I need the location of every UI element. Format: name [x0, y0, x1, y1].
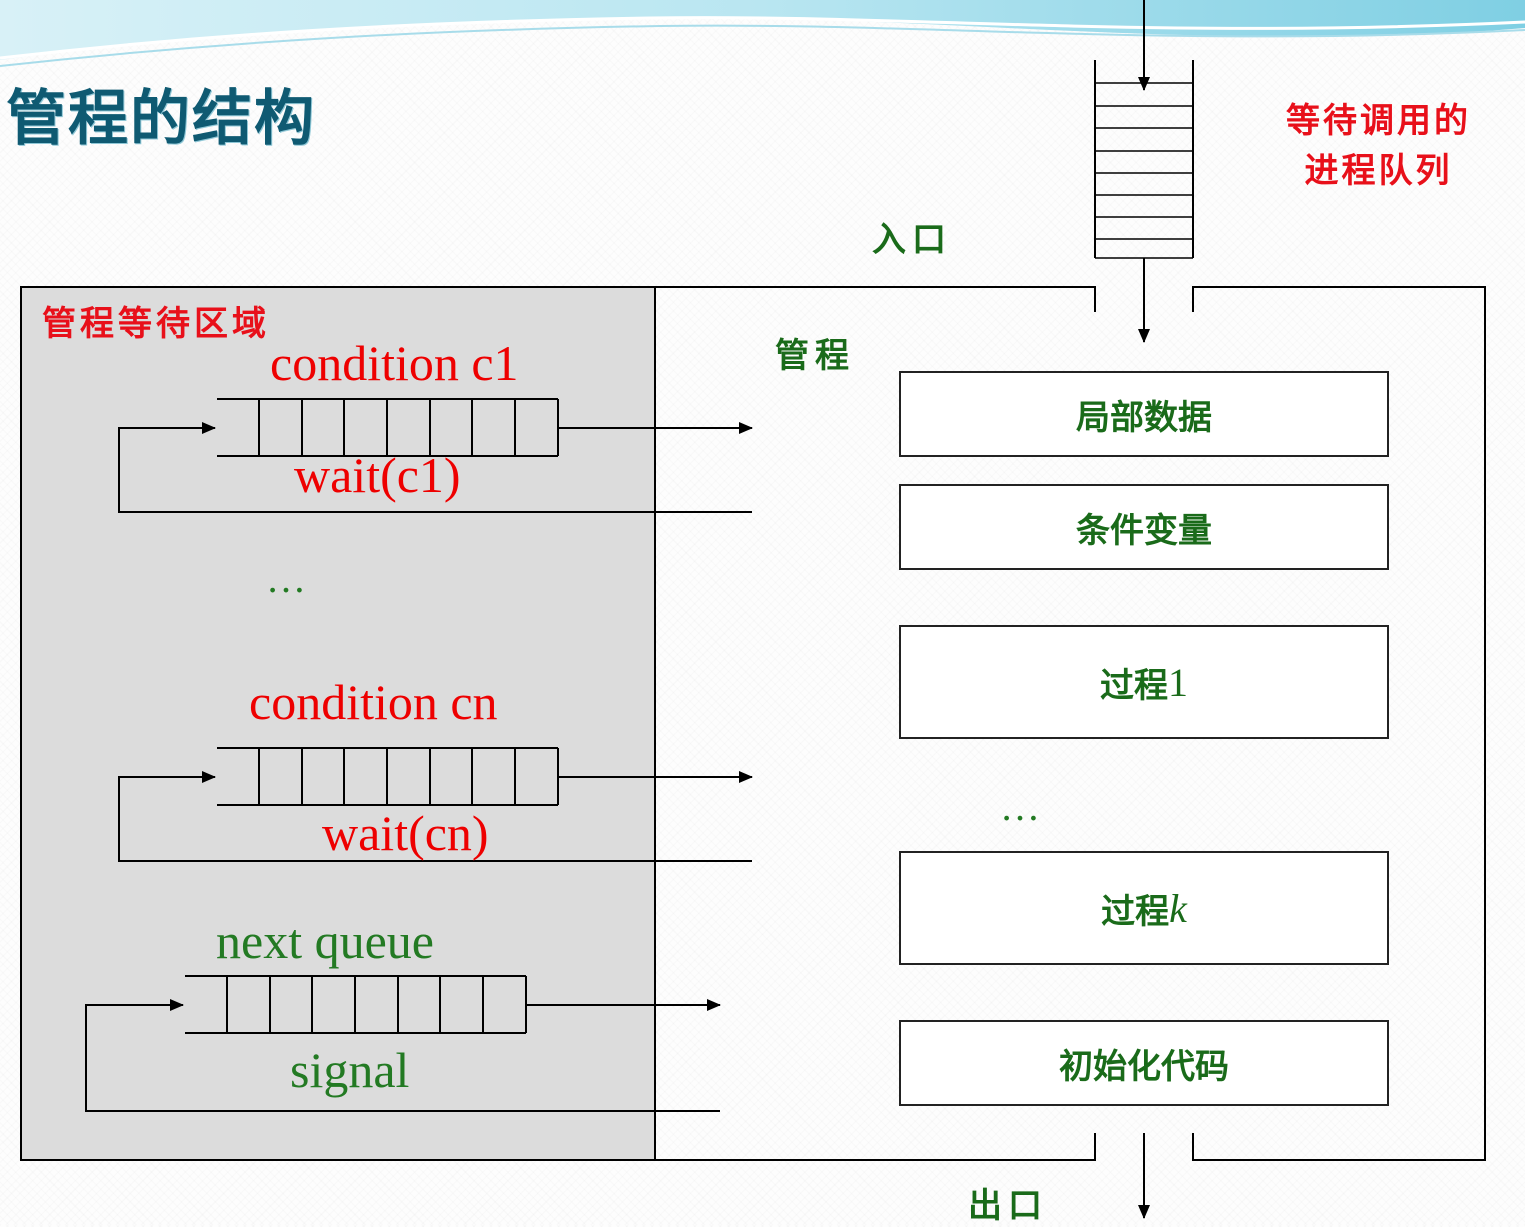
- page-title: 管程的结构: [6, 84, 316, 154]
- next-queue-label: next queue: [216, 913, 434, 969]
- waiting-area-label: 管程等待区域: [42, 304, 270, 344]
- condition-c1-label: condition c1: [270, 335, 519, 391]
- procedure-k-prefix: 过程: [1101, 891, 1170, 932]
- condition-variables-box: 条件变量: [899, 484, 1389, 570]
- waiting-area: [20, 286, 656, 1161]
- top-wave-decoration: [0, 0, 1525, 60]
- condition-variables-label: 条件变量: [1076, 510, 1212, 551]
- queue-next: [85, 975, 721, 1112]
- init-code-box: 初始化代码: [899, 1020, 1389, 1106]
- procedure-1-number: 1: [1168, 659, 1188, 705]
- wait-c1-label: wait(c1): [294, 447, 461, 503]
- queue-c1: [118, 398, 753, 513]
- queue-cn: [118, 747, 753, 862]
- local-data-box: 局部数据: [899, 371, 1389, 457]
- monitor-label: 管程: [775, 336, 855, 376]
- signal-label: signal: [290, 1042, 410, 1098]
- waiting-queue-label: 等待调用的 进程队列: [1236, 96, 1521, 196]
- procedure-k-letter: k: [1169, 885, 1187, 931]
- exit-label: 出口: [968, 1186, 1048, 1226]
- procedure-1-prefix: 过程: [1100, 665, 1168, 706]
- waiting-queue-label-line2: 进程队列: [1304, 151, 1453, 191]
- ellipsis-left: …: [266, 556, 306, 601]
- init-code-label: 初始化代码: [1059, 1046, 1229, 1087]
- entry-label: 入口: [872, 220, 952, 260]
- condition-cn-label: condition cn: [249, 674, 498, 730]
- ellipsis-right: …: [1000, 784, 1040, 829]
- waiting-queue-label-line1: 等待调用的: [1286, 101, 1471, 141]
- wait-cn-label: wait(cn): [322, 805, 489, 861]
- local-data-label: 局部数据: [1076, 397, 1212, 438]
